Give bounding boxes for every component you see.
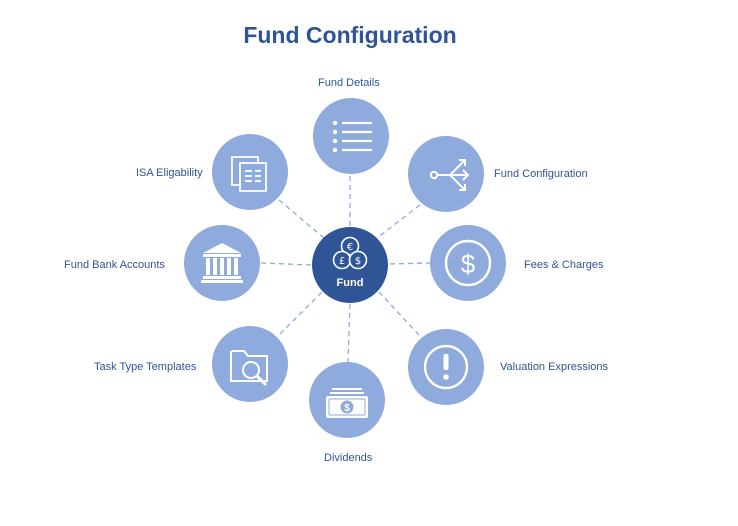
node-fund-details[interactable] xyxy=(313,98,389,174)
node-dividends[interactable]: $ xyxy=(309,362,385,438)
label-fees-charges[interactable]: Fees & Charges xyxy=(524,259,604,271)
svg-text:$: $ xyxy=(355,256,361,267)
center-label: Fund xyxy=(336,277,364,289)
folder-search-icon xyxy=(230,350,268,387)
connector-task-type-templates xyxy=(279,290,324,335)
svg-text:$: $ xyxy=(461,249,476,279)
node-task-type-templates[interactable] xyxy=(212,326,288,402)
connectors xyxy=(260,176,432,364)
label-fund-configuration[interactable]: Fund Configuration xyxy=(494,168,588,180)
exclamation-circle-icon xyxy=(423,344,469,390)
node-fees-charges[interactable]: $ xyxy=(430,225,506,301)
connector-valuation-expressions xyxy=(378,291,420,336)
connector-fund-bank-accounts xyxy=(260,262,313,266)
currency-symbols: € £ $ xyxy=(339,242,361,267)
connector-dividends xyxy=(347,301,351,364)
node-fund-configuration[interactable] xyxy=(408,136,484,212)
connector-fund-configuration xyxy=(376,204,421,239)
bank-icon xyxy=(201,243,243,283)
node-fund-bank-accounts[interactable] xyxy=(184,225,260,301)
svg-text:€: € xyxy=(347,242,353,253)
connector-isa-eligability xyxy=(278,199,325,239)
documents-icon xyxy=(231,156,267,192)
banknote-icon: $ xyxy=(326,388,368,418)
label-isa-eligability[interactable]: ISA Eligability xyxy=(136,167,203,179)
svg-text:$: $ xyxy=(344,403,350,414)
split-arrows-icon xyxy=(429,159,470,191)
svg-text:£: £ xyxy=(339,256,345,267)
connector-fees-charges xyxy=(387,262,432,265)
list-icon xyxy=(332,120,372,153)
center-node-fund[interactable]: € £ $ xyxy=(312,227,388,303)
node-isa-eligability[interactable] xyxy=(212,134,288,210)
diagram-title: Fund Configuration xyxy=(243,22,457,48)
label-valuation-expressions[interactable]: Valuation Expressions xyxy=(500,361,609,373)
label-task-type-templates[interactable]: Task Type Templates xyxy=(94,361,197,373)
label-fund-bank-accounts[interactable]: Fund Bank Accounts xyxy=(64,259,165,271)
node-valuation-expressions[interactable] xyxy=(408,329,484,405)
dollar-circle-icon: $ xyxy=(444,239,492,287)
label-dividends[interactable]: Dividends xyxy=(324,452,373,464)
currency-coins-icon xyxy=(332,236,368,270)
label-fund-details[interactable]: Fund Details xyxy=(318,77,380,89)
